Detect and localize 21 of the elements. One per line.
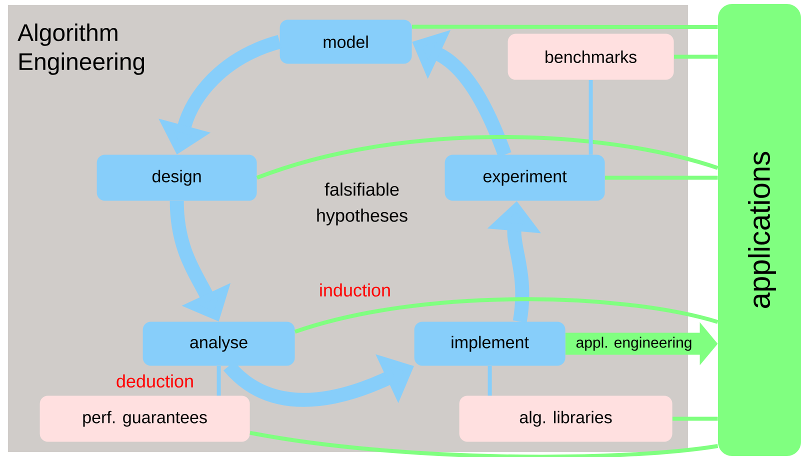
text-label: falsifiable hypotheses: [317, 182, 408, 226]
process-box: benchmarks: [508, 34, 674, 80]
process-box: perf. guarantees: [40, 396, 250, 442]
connector-line: [674, 54, 718, 59]
process-box: implement: [414, 322, 566, 366]
connector-line: [588, 80, 593, 155]
connector-line: [672, 416, 718, 421]
edge-label: appl. engineering: [576, 336, 692, 351]
text-label: induction: [320, 283, 390, 297]
connector-line: [250, 430, 718, 457]
connector-line: [412, 24, 718, 29]
connector-line: [216, 366, 221, 396]
applications-box: [718, 4, 801, 456]
connector-line: [294, 297, 718, 334]
connector-line: [605, 176, 718, 180]
connector-line: [256, 135, 718, 180]
applications-label: applications: [748, 152, 776, 308]
connector-line: [488, 366, 492, 396]
panel-heading: Algorithm Engineering: [18, 24, 144, 75]
text-label: deduction: [116, 374, 193, 388]
process-box: alg. libraries: [459, 396, 672, 442]
